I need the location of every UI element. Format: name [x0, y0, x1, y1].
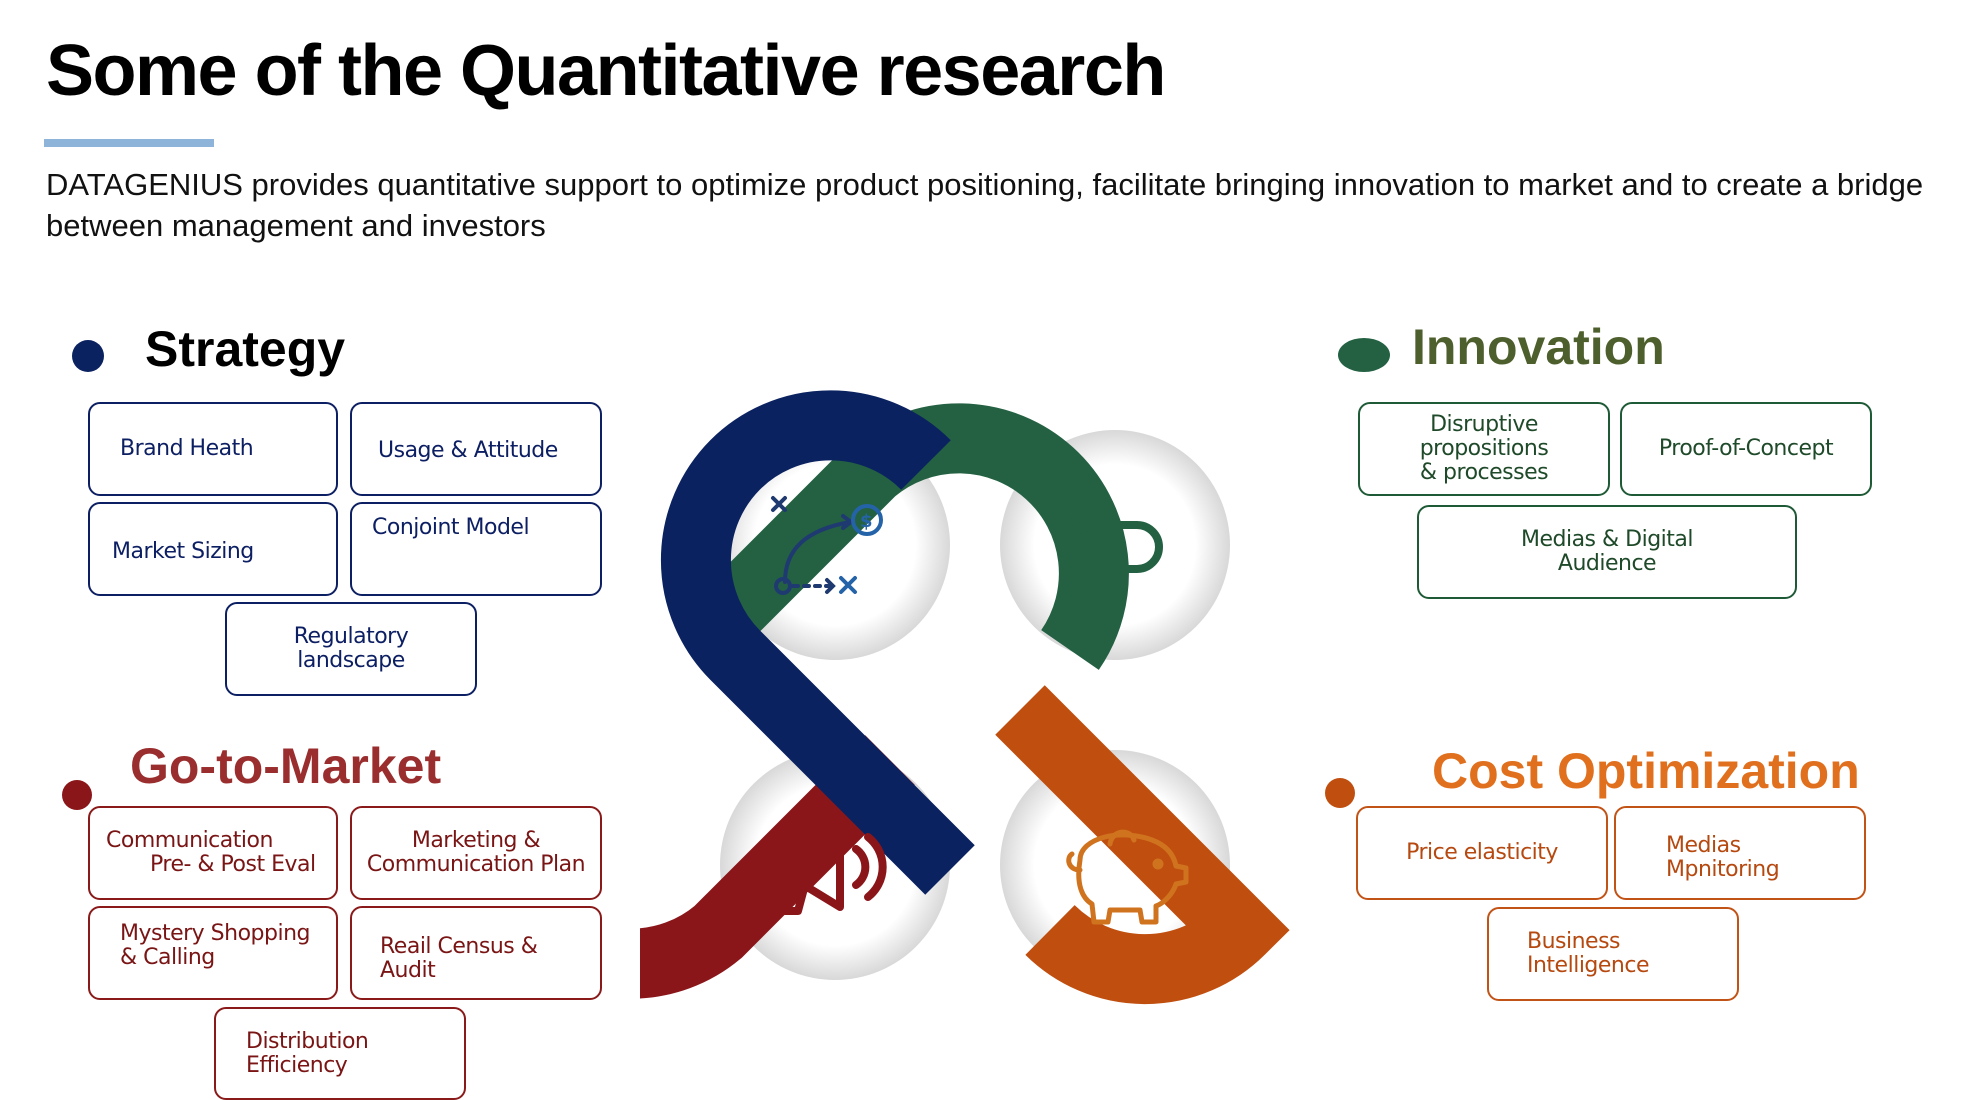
item-line: Distribution	[246, 1028, 369, 1054]
strategy-heading: Strategy	[145, 321, 346, 377]
strategy-arm	[660, 390, 975, 895]
megaphone-icon	[768, 821, 887, 915]
item-line: Efficiency	[246, 1052, 348, 1078]
item-line: Communication	[106, 828, 273, 853]
item-line: Marketing &	[411, 828, 541, 853]
item-line: Medias & Digital	[1520, 527, 1694, 552]
item-line: Conjoint Model	[372, 515, 530, 540]
item-line: Mystery Shopping	[120, 921, 311, 946]
piggy-bank-icon	[1066, 829, 1189, 925]
title-accent-bar	[44, 139, 214, 147]
innovation-item-proof-of-concept: Proof-of-Concept	[1620, 402, 1872, 496]
strategy-item-market-sizing: Market Sizing	[88, 502, 338, 596]
go-to-market-item-distribution-efficiency: Distribution Efficiency	[214, 1007, 466, 1100]
cost-optimization-arm	[995, 685, 1290, 1005]
interlocking-logo: $	[640, 390, 1290, 1005]
cost-optimization-item-medias-monitoring: Medias Mpnitoring	[1614, 806, 1866, 900]
strategy-bullet	[72, 340, 104, 372]
cost-optimization-item-price-elasticity: Price elasticity	[1356, 806, 1608, 900]
item-line: Reail Census &	[380, 934, 538, 959]
strategy-item-brand-heath: Brand Heath	[88, 402, 338, 496]
go-to-market-arm	[640, 735, 915, 999]
innovation-item-disruptive-propositions: Disruptive propositions & processes	[1358, 402, 1610, 496]
cost-optimization-bullet	[1325, 778, 1355, 808]
go-to-market-item-retail-census-audit: Reail Census & Audit	[350, 906, 602, 1000]
item-line: Mpnitoring	[1666, 857, 1780, 882]
item-line: Brand Heath	[120, 436, 254, 461]
strategy-play-icon: $	[771, 496, 883, 595]
item-line: & processes	[1419, 460, 1549, 485]
item-line: Intelligence	[1527, 953, 1650, 978]
strategy-item-conjoint-model: Conjoint Model	[350, 502, 602, 596]
go-to-market-bullet	[62, 780, 92, 810]
item-line: Audience	[1557, 551, 1657, 576]
item-line: Pre- & Post Eval	[150, 852, 316, 877]
item-line: Regulatory	[293, 624, 409, 649]
page-title: Some of the Quantitative research	[46, 31, 1166, 111]
item-line: Audit	[380, 958, 436, 983]
strategy-item-regulatory-landscape: Regulatory landscape	[225, 602, 477, 696]
item-line: Proof-of-Concept	[1658, 436, 1834, 461]
item-line: propositions	[1419, 436, 1549, 461]
go-to-market-item-mystery-shopping: Mystery Shopping & Calling	[88, 906, 338, 1000]
broken-link-icon	[1060, 498, 1163, 578]
cost-optimization-item-business-intelligence: Business Intelligence	[1487, 907, 1739, 1001]
strategy-item-usage-attitude: Usage & Attitude	[350, 402, 602, 496]
innovation-item-medias-digital-audience: Medias & Digital Audience	[1417, 505, 1797, 599]
cost-optimization-heading: Cost Optimization	[1432, 743, 1860, 799]
page-subtitle: DATAGENIUS provides quantitative support…	[46, 167, 1924, 243]
item-line: Communication Plan	[366, 852, 586, 877]
item-line: Market Sizing	[112, 539, 254, 564]
item-line: & Calling	[120, 945, 215, 970]
go-to-market-item-marketing-communication-plan: Marketing & Communication Plan	[350, 806, 602, 900]
go-to-market-item-communication-eval: Communication Pre- & Post Eval	[88, 806, 338, 900]
go-to-market-heading: Go-to-Market	[130, 738, 442, 794]
item-line: Business	[1527, 929, 1621, 954]
svg-text:$: $	[860, 511, 873, 532]
item-line: Disruptive	[1430, 412, 1538, 437]
item-line: Price elasticity	[1406, 840, 1558, 865]
item-line: Medias	[1666, 833, 1741, 858]
item-line: Usage & Attitude	[378, 438, 558, 463]
item-line: landscape	[297, 648, 405, 673]
innovation-bullet	[1338, 338, 1390, 372]
innovation-heading: Innovation	[1412, 319, 1665, 375]
